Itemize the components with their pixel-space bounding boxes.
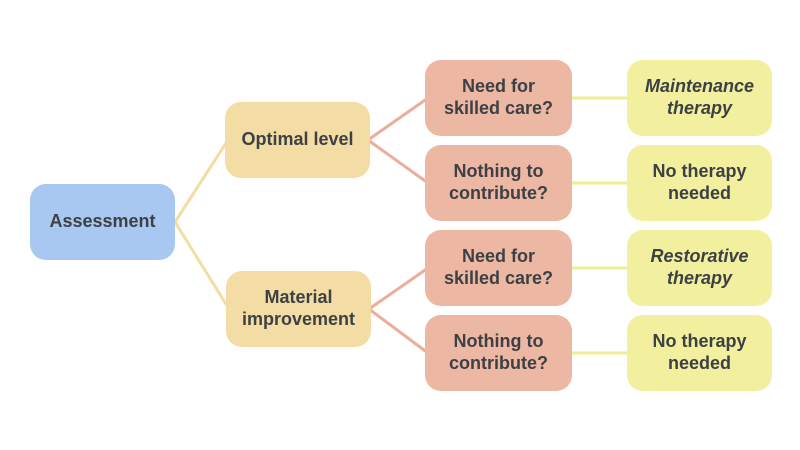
edge-optimal-to-question-1 [367, 96, 429, 142]
node-optimal-level: Optimal level [225, 102, 370, 178]
node-question-nothing-contribute-1: Nothing to contribute? [425, 145, 572, 221]
node-outcome-no-therapy-needed-1: No therapy needed [627, 145, 772, 221]
node-assessment-label: Assessment [49, 211, 156, 232]
node-assessment: Assessment [30, 184, 175, 260]
node-question-need-skilled-care-2: Need for skilled care? [425, 230, 572, 306]
node-outcome-label: No therapy needed [652, 331, 747, 373]
edge-optimal-to-question-2 [367, 138, 429, 185]
node-material-improvement: Material improvement [226, 271, 371, 347]
node-outcome-no-therapy-needed-2: No therapy needed [627, 315, 772, 391]
edge-material-to-question-4 [368, 307, 429, 355]
node-outcome-restorative-therapy: Restorative therapy [627, 230, 772, 306]
node-question-nothing-contribute-2: Nothing to contribute? [425, 315, 572, 391]
node-material-improvement-label: Material improvement [241, 287, 356, 329]
node-outcome-label: Restorative therapy [650, 246, 749, 288]
node-optimal-level-label: Optimal level [241, 129, 354, 150]
node-question-label: Need for skilled care? [443, 76, 554, 118]
node-question-label: Nothing to contribute? [449, 161, 548, 203]
node-outcome-maintenance-therapy: Maintenance therapy [627, 60, 772, 136]
edge-root-to-optimal-level [173, 139, 230, 223]
node-outcome-label: Maintenance therapy [644, 76, 755, 118]
node-question-label: Nothing to contribute? [449, 331, 548, 373]
edge-root-to-material-improvement [173, 221, 231, 310]
node-outcome-label: No therapy needed [652, 161, 747, 203]
edge-material-to-question-3 [368, 266, 429, 311]
node-question-label: Need for skilled care? [443, 246, 554, 288]
node-question-need-skilled-care-1: Need for skilled care? [425, 60, 572, 136]
